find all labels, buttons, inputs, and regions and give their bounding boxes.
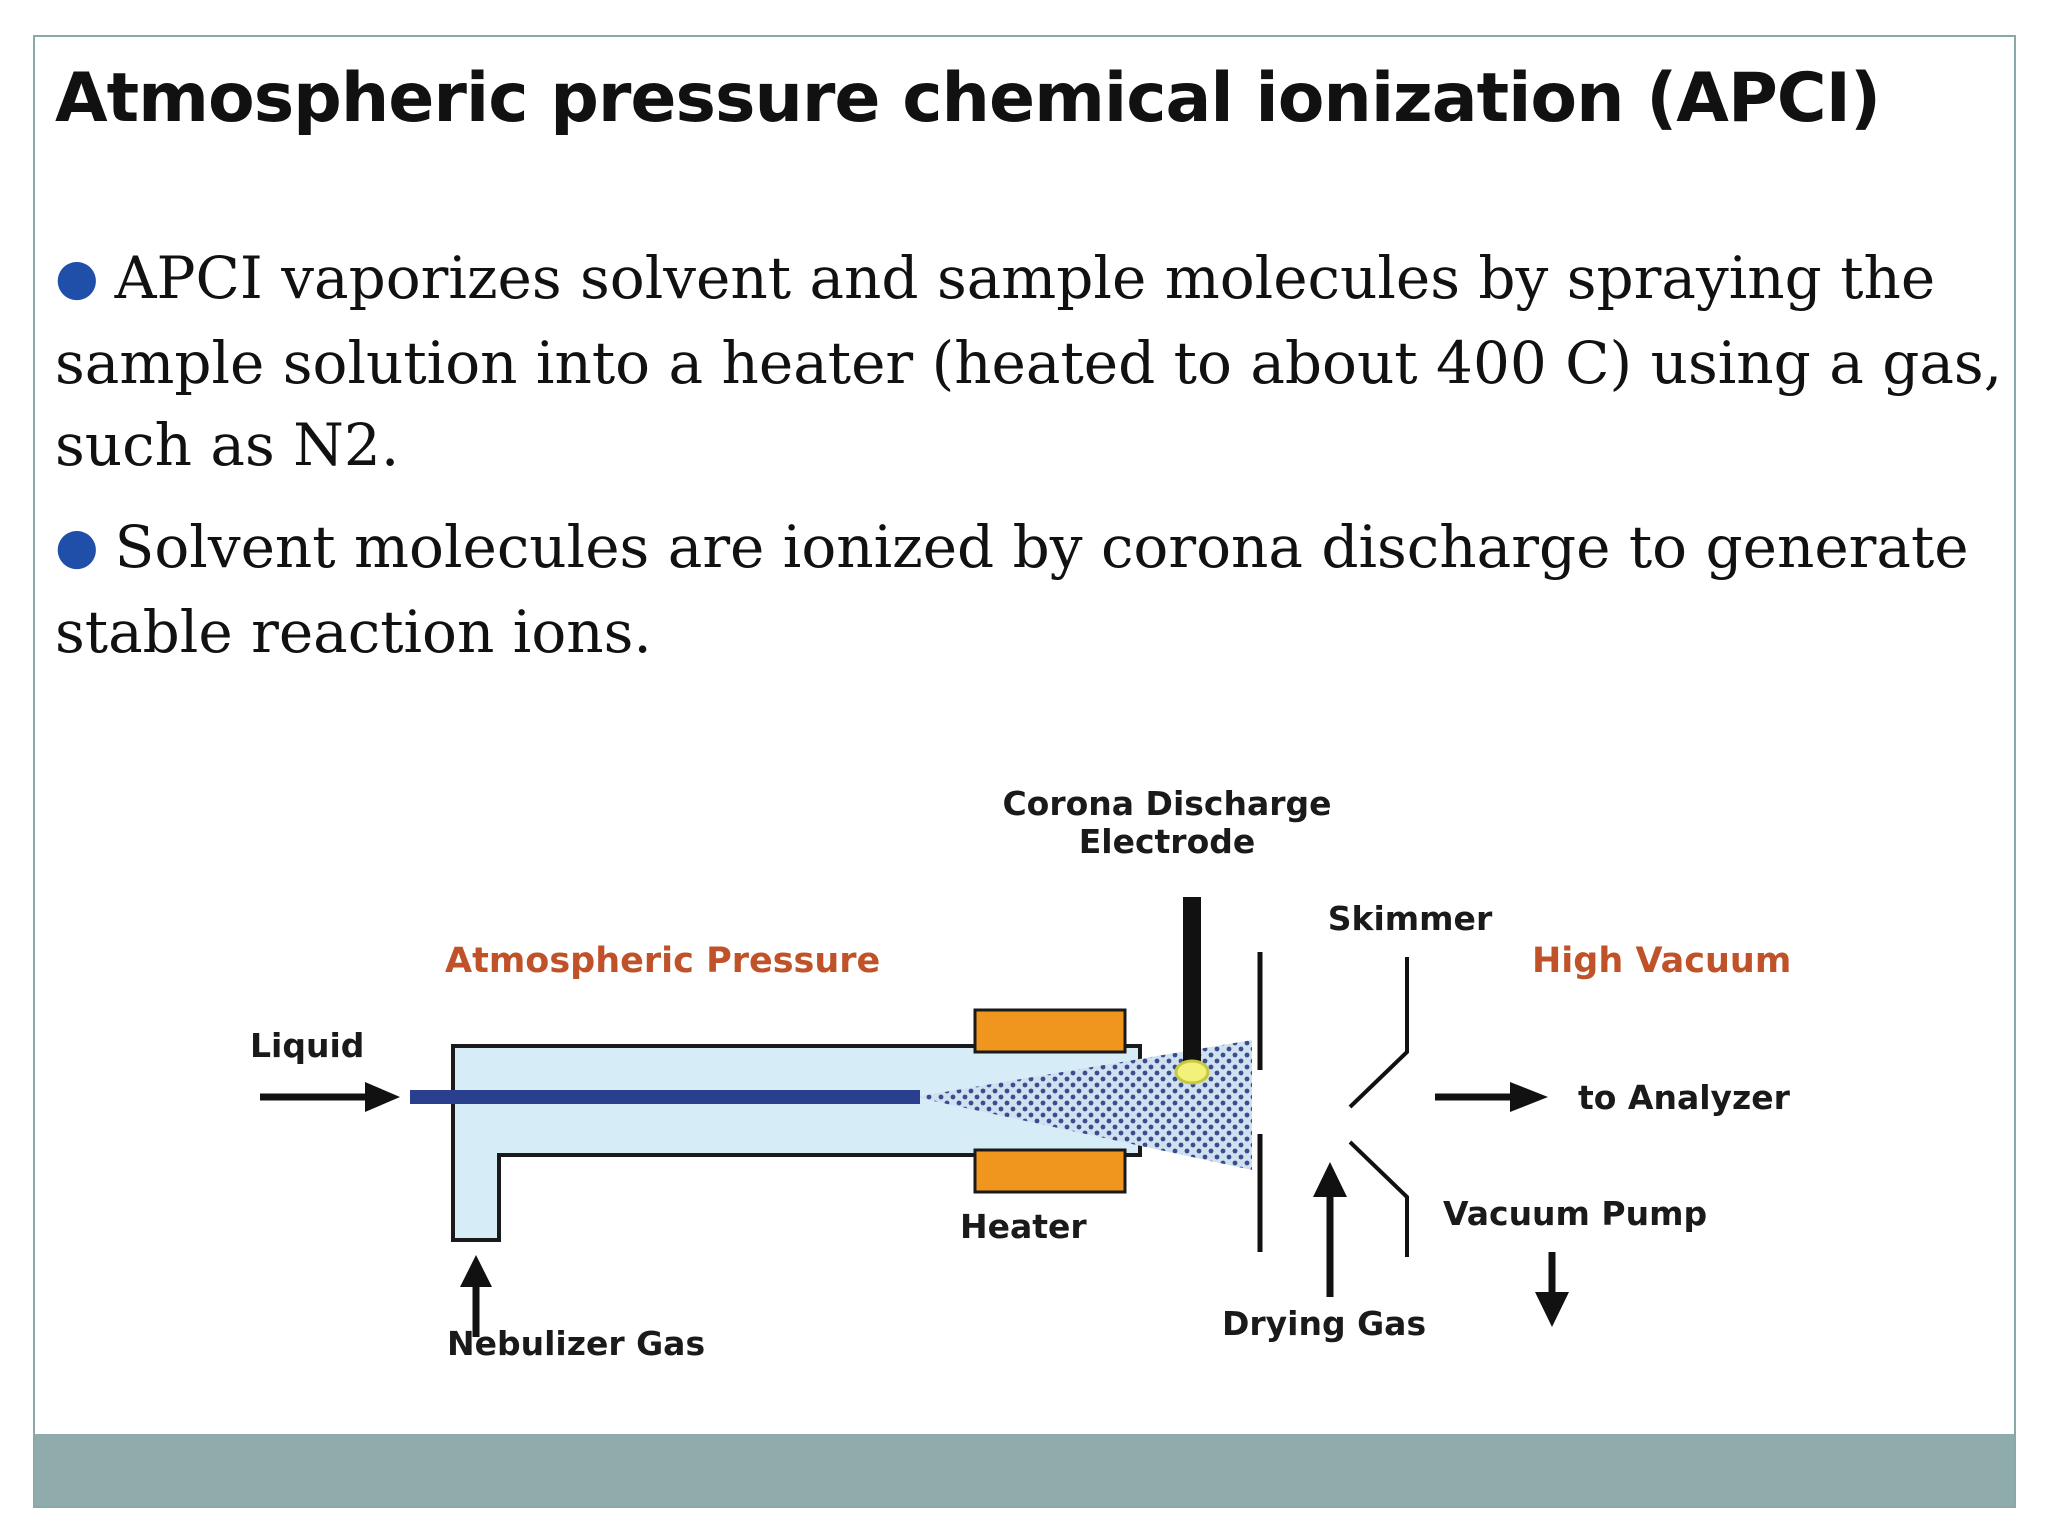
heater-block-top	[973, 1008, 1127, 1054]
bullet-item: ●Solvent molecules are ionized by corona…	[55, 506, 2005, 673]
high-vacuum-label: High Vacuum	[1532, 941, 1791, 981]
to-analyzer-arrow	[1435, 1082, 1548, 1112]
nebulizer-gas-arrow	[460, 1255, 492, 1337]
slide: Atmospheric pressure chemical ionization…	[33, 35, 2016, 1508]
apci-diagram: Corona Discharge Electrode Skimmer Atmos…	[250, 784, 1791, 1363]
corona-label-line1: Corona Discharge	[1002, 784, 1331, 823]
corona-label-line2: Electrode	[1079, 822, 1256, 861]
capillary	[410, 1090, 920, 1104]
bullet-icon: ●	[55, 248, 99, 306]
corona-glow	[1174, 1059, 1210, 1085]
drying-gas-arrow	[1313, 1162, 1347, 1297]
bullet-list: ●APCI vaporizes solvent and sample molec…	[55, 237, 2005, 693]
nebulizer-gas-label: Nebulizer Gas	[447, 1324, 705, 1363]
vacuum-pump-arrow	[1535, 1252, 1569, 1327]
liquid-label: Liquid	[250, 1026, 364, 1065]
skimmer-label: Skimmer	[1328, 899, 1493, 938]
drying-gas-label: Drying Gas	[1222, 1304, 1426, 1343]
corona-electrode	[1183, 897, 1201, 1067]
skimmer-cone-upper	[1348, 957, 1409, 1109]
bullet-item: ●APCI vaporizes solvent and sample molec…	[55, 237, 2005, 486]
bullet-icon: ●	[55, 517, 99, 575]
atmospheric-pressure-label: Atmospheric Pressure	[445, 941, 880, 981]
heater-block-bottom	[973, 1148, 1127, 1194]
vacuum-pump-label: Vacuum Pump	[1443, 1194, 1707, 1233]
bullet-text: Solvent molecules are ionized by corona …	[55, 513, 1969, 666]
skimmer-cone-lower	[1348, 1140, 1409, 1257]
heater-label: Heater	[960, 1207, 1087, 1246]
to-analyzer-label: to Analyzer	[1578, 1078, 1791, 1117]
bullet-text: APCI vaporizes solvent and sample molecu…	[55, 244, 2003, 479]
footer-bar	[35, 1434, 2014, 1506]
liquid-arrow	[260, 1082, 400, 1112]
slide-title: Atmospheric pressure chemical ionization…	[55, 59, 1881, 138]
spray-cone	[915, 1040, 1252, 1170]
